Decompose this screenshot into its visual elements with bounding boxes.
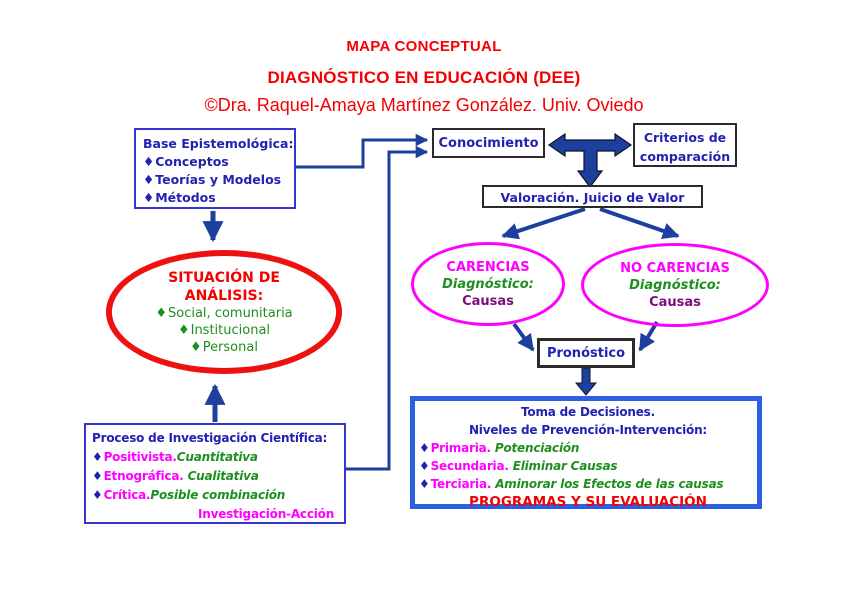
proceso-item: ♦Positivista.Cuantitativa <box>92 448 344 467</box>
node-no-carencias: NO CARENCIAS Diagnóstico: Causas <box>581 243 769 327</box>
proceso-item-desc: Cuantitativa <box>176 450 258 464</box>
node-carencias: CARENCIAS Diagnóstico: Causas <box>411 242 565 326</box>
toma-item: ♦Terciaria. Aminorar los Efectos de las … <box>419 475 757 493</box>
diamond-bullet-icon: ♦ <box>419 441 430 455</box>
proceso-footer: Investigación-Acción <box>198 507 335 521</box>
toma-item: ♦Secundaria. Eliminar Causas <box>419 457 757 475</box>
pronostico-label: Pronóstico <box>546 346 626 361</box>
node-proceso-investigacion: Proceso de Investigación Científica: ♦Po… <box>84 423 346 524</box>
diamond-bullet-icon: ♦ <box>92 450 103 464</box>
diamond-bullet-icon: ♦ <box>190 339 202 355</box>
proceso-item: ♦Crítica.Posible combinación <box>92 486 344 505</box>
base-title: Base Epistemológica: <box>143 136 294 151</box>
arrow-base-to-conocimiento <box>296 133 429 169</box>
criterios-line2: comparación <box>639 149 731 164</box>
toma-title2: Niveles de Prevención-Intervención: <box>468 423 708 437</box>
proceso-item-desc: Cualitativa <box>183 469 259 483</box>
node-criterios-comparacion: Criterios de comparación <box>633 123 737 167</box>
base-item-label: Conceptos <box>155 154 229 169</box>
carencias-diagnostico: Diagnóstico: <box>442 276 534 292</box>
toma-item-name: Primaria. <box>430 441 492 455</box>
situacion-title-line1: SITUACIÓN DE <box>168 269 280 286</box>
base-item: ♦Métodos <box>143 189 294 207</box>
situacion-item-label: Institucional <box>190 322 271 338</box>
no-carencias-diagnostico: Diagnóstico: <box>629 277 721 293</box>
arrow-nocarencias-to-pronostico <box>638 320 659 352</box>
node-base-epistemologica: Base Epistemológica: ♦Conceptos ♦Teorías… <box>134 128 296 209</box>
proceso-item-name: Etnográfica. <box>103 469 184 483</box>
diamond-bullet-icon: ♦ <box>155 305 167 321</box>
diamond-bullet-icon: ♦ <box>143 154 155 169</box>
toma-item-name: Terciaria. <box>430 477 492 491</box>
base-item-label: Teorías y Modelos <box>155 172 282 187</box>
node-toma-decisiones: Toma de Decisiones. Niveles de Prevenció… <box>410 396 762 510</box>
toma-title1: Toma de Decisiones. <box>521 405 655 419</box>
node-valoracion-juicio: Valoración. Juicio de Valor <box>482 185 703 208</box>
no-carencias-title: NO CARENCIAS <box>620 260 730 276</box>
diamond-bullet-icon: ♦ <box>419 459 430 473</box>
situacion-item-label: Personal <box>202 339 258 355</box>
arrow-proceso-to-conocimiento <box>346 145 429 471</box>
proceso-item: ♦Etnográfica. Cualitativa <box>92 467 344 486</box>
toma-item-name: Secundaria. <box>430 459 509 473</box>
proceso-item-desc: Posible combinación <box>150 488 286 502</box>
toma-item: ♦Primaria. Potenciación <box>419 439 757 457</box>
diamond-bullet-icon: ♦ <box>143 190 155 205</box>
base-item: ♦Conceptos <box>143 153 294 171</box>
situacion-item: ♦Personal <box>112 339 336 356</box>
toma-footer: PROGRAMAS Y SU EVALUACIÓN <box>469 494 707 510</box>
page-subtitle: DIAGNÓSTICO EN EDUCACIÓN (DEE) <box>267 68 581 87</box>
conocimiento-label: Conocimiento <box>438 136 539 151</box>
arrow-knowledge-criteria-valuation <box>547 132 633 188</box>
diamond-bullet-icon: ♦ <box>92 469 103 483</box>
arrow-valoracion-to-carencias <box>501 207 586 240</box>
arrow-carencias-to-pronostico <box>512 322 535 352</box>
carencias-title: CARENCIAS <box>446 259 530 275</box>
author-line: ©Dra. Raquel-Amaya Martínez González. Un… <box>204 95 644 115</box>
arrow-valoracion-to-nocarencias <box>599 207 680 239</box>
node-situacion-analisis: SITUACIÓN DE ANÁLISIS: ♦Social, comunita… <box>106 250 342 374</box>
diamond-bullet-icon: ♦ <box>177 322 190 338</box>
diamond-bullet-icon: ♦ <box>419 477 430 491</box>
arrow-pronostico-to-toma <box>574 367 598 396</box>
diamond-bullet-icon: ♦ <box>143 172 155 187</box>
situacion-item-label: Social, comunitaria <box>168 305 293 321</box>
situacion-item: ♦Social, comunitaria <box>112 305 336 322</box>
carencias-causas: Causas <box>462 293 514 309</box>
no-carencias-causas: Causas <box>649 294 701 310</box>
diamond-bullet-icon: ♦ <box>92 488 103 502</box>
situacion-title-line2: ANÁLISIS: <box>184 287 264 304</box>
criterios-line1: Criterios de <box>643 130 727 145</box>
situacion-item: ♦Institucional <box>112 322 336 339</box>
toma-item-desc: Aminorar los Efectos de las causas <box>491 477 724 491</box>
base-item: ♦Teorías y Modelos <box>143 171 294 189</box>
toma-item-desc: Eliminar Causas <box>508 459 618 473</box>
base-item-label: Métodos <box>155 190 216 205</box>
valoracion-label: Valoración. Juicio de Valor <box>500 190 685 205</box>
proceso-item-name: Crítica. <box>103 488 151 502</box>
proceso-title: Proceso de Investigación Científica: <box>92 431 328 445</box>
node-pronostico: Pronóstico <box>537 338 635 368</box>
page-title: MAPA CONCEPTUAL <box>346 38 502 55</box>
node-conocimiento: Conocimiento <box>432 128 545 158</box>
proceso-item-name: Positivista. <box>103 450 177 464</box>
toma-item-desc: Potenciación <box>490 441 580 455</box>
